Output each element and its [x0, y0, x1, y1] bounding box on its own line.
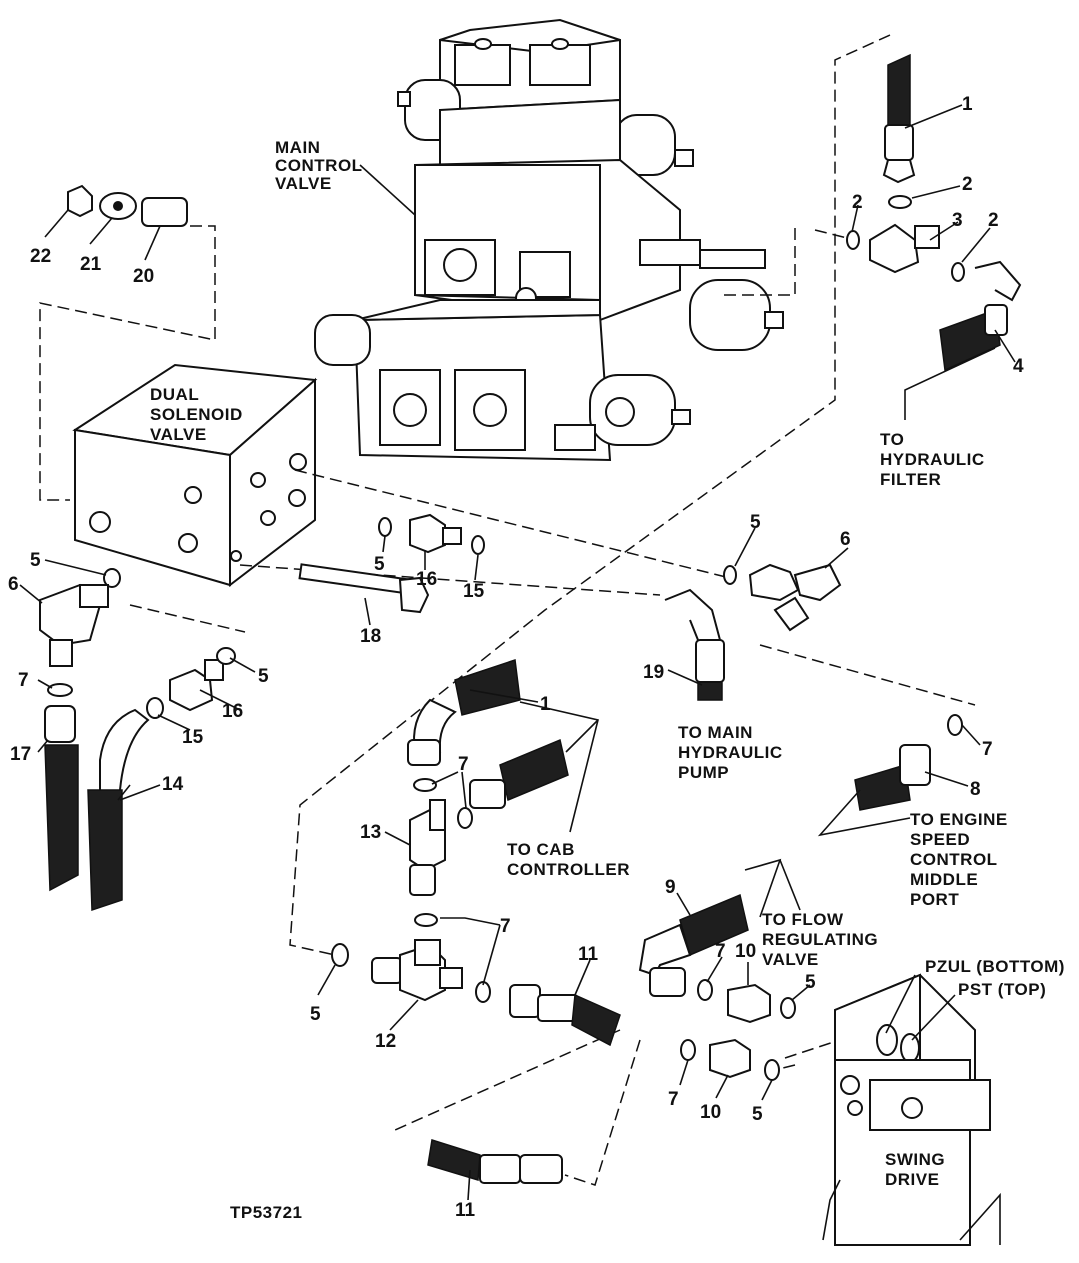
main-control-valve-label-1: MAIN [275, 138, 320, 157]
part-number: 7 [458, 754, 469, 775]
part-number: 10 [735, 941, 756, 962]
part-number: 15 [182, 727, 204, 748]
part-number: 6 [840, 529, 851, 550]
parts-20-22 [67, 184, 188, 227]
part-number: 2 [852, 192, 863, 213]
pst-label: PST (TOP) [958, 980, 1046, 999]
bottom-tee-assembly [331, 939, 621, 1047]
flow-valve-label-2: REGULATING [762, 930, 878, 949]
part-number: 5 [30, 550, 41, 571]
part-number: 14 [162, 774, 184, 795]
part-number: 17 [10, 744, 31, 765]
swing-drive [822, 973, 1001, 1246]
part-number-labels: 1 2 2 3 2 4 1 22 21 20 5 6 7 17 5 16 15 … [8, 94, 1024, 1221]
part-number: 11 [578, 944, 599, 965]
part-number: 5 [805, 972, 816, 993]
part-number: 5 [374, 554, 385, 575]
engine-speed-label-3: CONTROL [910, 850, 998, 869]
hydraulic-filter-label-1: TO [880, 430, 904, 449]
cab-controller-label-2: CONTROLLER [507, 860, 630, 879]
part-number: 5 [752, 1104, 763, 1125]
main-pump-label-3: PUMP [678, 763, 729, 782]
main-control-valve-label-3: VALVE [275, 174, 332, 193]
part-number: 2 [962, 174, 973, 195]
part-number: 3 [952, 210, 963, 231]
main-pump-label-2: HYDRAULIC [678, 743, 783, 762]
part-number: 16 [222, 701, 243, 722]
engine-speed-label-2: SPEED [910, 830, 970, 849]
pzul-label: PZUL (BOTTOM) [925, 957, 1065, 976]
main-control-valve [314, 18, 784, 462]
part-number: 22 [30, 246, 51, 267]
part-number: 20 [133, 266, 154, 287]
part-number: 2 [988, 210, 999, 231]
main-pump-label-1: TO MAIN [678, 723, 753, 742]
engine-speed-label-1: TO ENGINE [910, 810, 1008, 829]
filter-hose-assembly [846, 53, 1022, 372]
part-number: 19 [643, 662, 664, 683]
part-number: 1 [962, 94, 973, 115]
flow-regulating-hoses [427, 714, 963, 1184]
part-number: 16 [416, 569, 437, 590]
engine-speed-label-4: MIDDLE [910, 870, 978, 889]
part-number: 12 [375, 1031, 396, 1052]
part-number: 21 [80, 254, 102, 275]
part-number: 7 [500, 916, 511, 937]
dual-solenoid-valve [72, 363, 318, 588]
part-number: 9 [665, 877, 676, 898]
cab-controller-hoses [407, 658, 569, 927]
part-number: 15 [463, 581, 485, 602]
hydraulic-filter-label-2: HYDRAULIC [880, 450, 985, 469]
part-number: 5 [258, 666, 269, 687]
hydraulic-filter-label-3: FILTER [880, 470, 941, 489]
dual-solenoid-label-2: SOLENOID [150, 405, 243, 424]
fittings-left [39, 568, 236, 912]
flow-valve-label-1: TO FLOW [762, 910, 844, 929]
part-number: 1 [540, 694, 551, 715]
engine-speed-label-5: PORT [910, 890, 959, 909]
part-number: 6 [8, 574, 19, 595]
leader-lines [19, 104, 1016, 1201]
fittings-center-row [298, 513, 842, 701]
diagram-id: TP53721 [230, 1203, 303, 1222]
part-number: 8 [970, 779, 981, 800]
part-number: 7 [715, 941, 726, 962]
dual-solenoid-label-1: DUAL [150, 385, 199, 404]
main-control-valve-label-2: CONTROL [275, 156, 363, 175]
flow-valve-label-3: VALVE [762, 950, 819, 969]
dual-solenoid-label-3: VALVE [150, 425, 207, 444]
part-number: 7 [18, 670, 29, 691]
part-number: 4 [1013, 356, 1024, 377]
part-number: 7 [982, 739, 993, 760]
swing-drive-label-2: DRIVE [885, 1170, 939, 1189]
part-number: 5 [310, 1004, 321, 1025]
part-number: 10 [700, 1102, 721, 1123]
part-number: 18 [360, 626, 381, 647]
swing-drive-label-1: SWING [885, 1150, 945, 1169]
part-number: 13 [360, 822, 381, 843]
part-number: 11 [455, 1200, 476, 1221]
part-number: 7 [668, 1089, 679, 1110]
cab-controller-label-1: TO CAB [507, 840, 575, 859]
callout-labels: MAIN CONTROL VALVE DUAL SOLENOID VALVE T… [150, 138, 1065, 1222]
part-number: 5 [750, 512, 761, 533]
